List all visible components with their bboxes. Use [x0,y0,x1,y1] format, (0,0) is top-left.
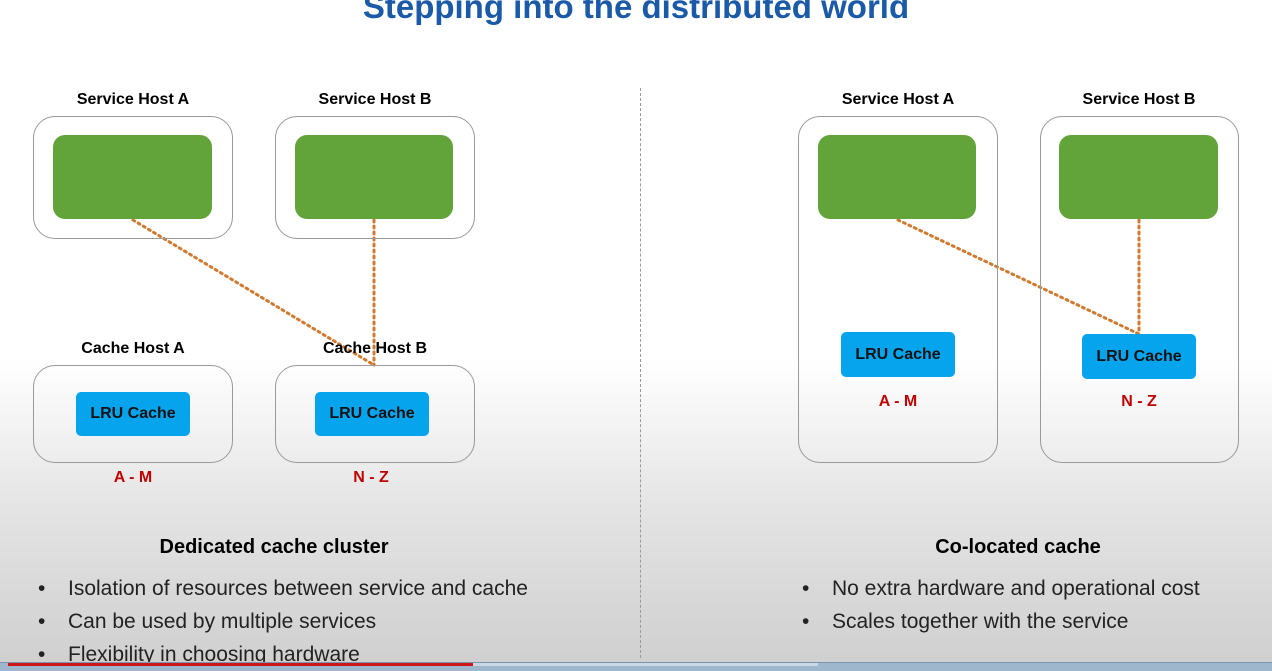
right-service-b-block [1059,135,1218,219]
right-range-b: N - Z [1121,393,1157,410]
left-service-host-b-box [275,116,475,239]
bullet-dot: • [38,577,46,600]
cache-host-b-box [275,365,475,463]
bullet-dot: • [38,643,46,666]
right-service-host-b-label: Service Host B [1082,91,1196,108]
video-progress-track[interactable] [0,662,1272,671]
left-service-a-block [53,135,212,219]
left-service-host-a-label: Service Host A [76,91,190,108]
right-range-a: A - M [878,393,918,410]
section-divider [640,88,641,658]
left-section-heading: Dedicated cache cluster [159,536,389,558]
left-range-a: A - M [113,469,153,486]
right-bullet-item: • Scales together with the service [802,610,1262,636]
right-service-host-a-box [798,116,998,463]
left-range-b: N - Z [353,469,389,486]
cache-host-a-box [33,365,233,463]
cache-host-a-label: Cache Host A [81,340,185,357]
bullet-dot: • [802,577,810,600]
left-service-b-block [295,135,453,219]
bullet-dot: • [802,610,810,633]
bullet-text: Scales together with the service [832,610,1129,633]
left-bullet-item: • Isolation of resources between service… [38,577,598,603]
video-progress-played[interactable] [8,663,473,666]
left-lru-cache-a: LRU Cache [76,392,190,436]
left-lru-cache-b: LRU Cache [315,392,429,436]
cache-host-b-label: Cache Host B [322,340,428,357]
right-lru-cache-b: LRU Cache [1082,334,1196,379]
right-service-host-b-box [1040,116,1239,463]
page-title: Stepping into the distributed world [362,0,910,25]
bullet-text: Isolation of resources between service a… [68,577,528,600]
video-progress-buffer [473,663,818,666]
left-bullet-item: • Flexibility in choosing hardware [38,643,598,669]
bullet-text: Can be used by multiple services [68,610,377,633]
right-lru-cache-a: LRU Cache [841,332,955,377]
left-bullet-item: • Can be used by multiple services [38,610,598,636]
left-service-host-b-label: Service Host B [318,91,432,108]
right-service-host-a-label: Service Host A [841,91,955,108]
right-service-a-block [818,135,976,219]
bullet-text: No extra hardware and operational cost [832,577,1200,600]
bullet-text: Flexibility in choosing hardware [68,643,360,666]
bullet-dot: • [38,610,46,633]
right-section-heading: Co-located cache [935,536,1101,558]
left-service-host-a-box [33,116,233,239]
right-bullet-item: • No extra hardware and operational cost [802,577,1262,603]
